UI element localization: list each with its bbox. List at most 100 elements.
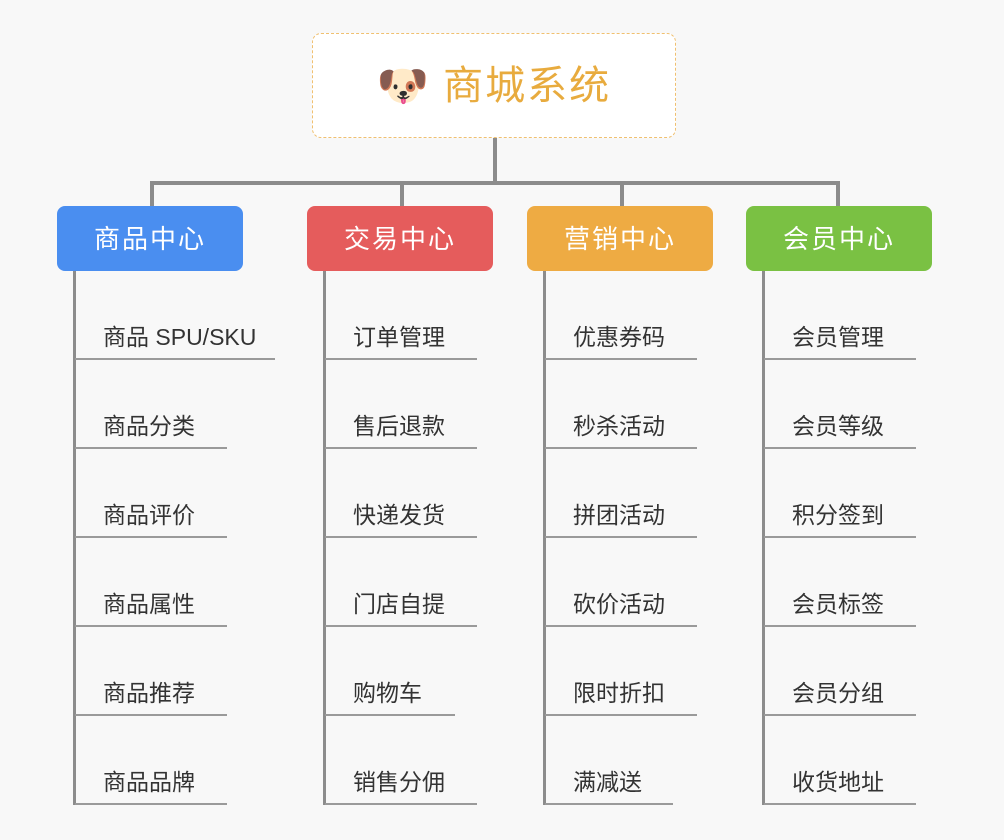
leaf-label: 优惠券码 (573, 324, 665, 350)
list-item[interactable]: 订单管理 (323, 271, 553, 360)
leaf-label: 售后退款 (353, 413, 445, 439)
list-item[interactable]: 门店自提 (323, 538, 553, 627)
leaf-label: 商品评价 (103, 502, 195, 528)
leaf-rule (75, 447, 227, 449)
list-item[interactable]: 优惠券码 (543, 271, 773, 360)
list-item[interactable]: 商品 SPU/SKU (73, 271, 303, 360)
leaf-rule (764, 536, 916, 538)
branch-trunk-member-center (762, 271, 765, 805)
branch-member-center: 会员中心 会员管理 会员等级 积分签到 会员标签 会员分组 (746, 206, 932, 805)
leaf-rule (75, 536, 227, 538)
root-stem-connector (493, 138, 497, 184)
leaf-label: 积分签到 (792, 502, 884, 528)
leaf-rule (325, 803, 477, 805)
list-item[interactable]: 砍价活动 (543, 538, 773, 627)
list-item[interactable]: 商品属性 (73, 538, 303, 627)
branch-trunk-marketing-center (543, 271, 546, 805)
leaf-label: 商品分类 (103, 413, 195, 439)
list-item[interactable]: 会员管理 (762, 271, 992, 360)
leaf-label: 收货地址 (792, 769, 884, 795)
branch-label: 会员中心 (782, 223, 895, 254)
leaf-label: 会员等级 (792, 413, 884, 439)
branch-header-product-center[interactable]: 商品中心 (57, 206, 243, 271)
list-item[interactable]: 会员分组 (762, 627, 992, 716)
root-title: 商城系统 (443, 63, 612, 108)
list-item[interactable]: 商品分类 (73, 360, 303, 449)
list-item[interactable]: 商品品牌 (73, 716, 303, 805)
list-item[interactable]: 收货地址 (762, 716, 992, 805)
leaf-label: 商品属性 (103, 591, 195, 617)
leaf-label: 快递发货 (353, 502, 445, 528)
list-item[interactable]: 快递发货 (323, 449, 553, 538)
list-item[interactable]: 售后退款 (323, 360, 553, 449)
list-item[interactable]: 限时折扣 (543, 627, 773, 716)
list-item[interactable]: 满减送 (543, 716, 773, 805)
drop-connector-member-center (836, 181, 840, 207)
leaf-rule (764, 714, 916, 716)
leaf-label: 商品 SPU/SKU (103, 324, 257, 350)
branch-header-trade-center[interactable]: 交易中心 (307, 206, 493, 271)
drop-connector-trade-center (400, 181, 404, 207)
branch-header-member-center[interactable]: 会员中心 (746, 206, 932, 271)
branch-label: 交易中心 (343, 223, 456, 254)
horizontal-bus-connector (150, 181, 840, 185)
leaf-rule (75, 714, 227, 716)
leaf-rule (325, 358, 477, 360)
root-node-shopping-mall-system[interactable]: 🐶 商城系统 (312, 33, 676, 138)
leaf-label: 会员管理 (792, 324, 884, 350)
leaf-rule (545, 625, 697, 627)
leaf-rule (545, 358, 697, 360)
list-item[interactable]: 会员等级 (762, 360, 992, 449)
leaf-label: 会员分组 (792, 680, 884, 706)
leaf-label: 砍价活动 (573, 591, 665, 617)
branch-label: 营销中心 (563, 223, 676, 254)
branch-marketing-center: 营销中心 优惠券码 秒杀活动 拼团活动 砍价活动 限时折扣 (527, 206, 713, 805)
leaf-label: 购物车 (353, 680, 422, 706)
list-item[interactable]: 会员标签 (762, 538, 992, 627)
leaf-label: 销售分佣 (353, 769, 445, 795)
leaf-list-trade-center: 订单管理 售后退款 快递发货 门店自提 购物车 销售分佣 (323, 271, 553, 805)
dog-face-icon: 🐶 (376, 61, 430, 109)
leaf-rule (325, 536, 477, 538)
leaf-list-marketing-center: 优惠券码 秒杀活动 拼团活动 砍价活动 限时折扣 满减送 (543, 271, 773, 805)
leaf-label: 商品推荐 (103, 680, 195, 706)
list-item[interactable]: 积分签到 (762, 449, 992, 538)
leaf-rule (764, 625, 916, 627)
leaf-rule (545, 714, 697, 716)
branch-product-center: 商品中心 商品 SPU/SKU 商品分类 商品评价 商品属性 商品推荐 (57, 206, 275, 805)
leaf-rule (325, 625, 477, 627)
drop-connector-product-center (150, 181, 154, 207)
leaf-rule (75, 803, 227, 805)
list-item[interactable]: 销售分佣 (323, 716, 553, 805)
leaf-label: 会员标签 (792, 591, 884, 617)
leaf-rule (325, 447, 477, 449)
leaf-label: 限时折扣 (573, 680, 665, 706)
leaf-rule (325, 714, 455, 716)
leaf-label: 商品品牌 (103, 769, 195, 795)
leaf-rule (764, 447, 916, 449)
list-item[interactable]: 购物车 (323, 627, 553, 716)
leaf-rule (75, 358, 275, 360)
leaf-rule (75, 625, 227, 627)
leaf-label: 满减送 (573, 769, 642, 795)
leaf-label: 订单管理 (353, 324, 445, 350)
list-item[interactable]: 拼团活动 (543, 449, 773, 538)
leaf-list-member-center: 会员管理 会员等级 积分签到 会员标签 会员分组 收货地址 (762, 271, 992, 805)
leaf-rule (545, 803, 673, 805)
leaf-label: 门店自提 (353, 591, 445, 617)
drop-connector-marketing-center (620, 181, 624, 207)
leaf-rule (764, 358, 916, 360)
branch-trade-center: 交易中心 订单管理 售后退款 快递发货 门店自提 购物车 (307, 206, 493, 805)
list-item[interactable]: 商品评价 (73, 449, 303, 538)
leaf-rule (545, 447, 697, 449)
branch-header-marketing-center[interactable]: 营销中心 (527, 206, 713, 271)
leaf-rule (545, 536, 697, 538)
list-item[interactable]: 商品推荐 (73, 627, 303, 716)
leaf-rule (764, 803, 916, 805)
list-item[interactable]: 秒杀活动 (543, 360, 773, 449)
leaf-list-product-center: 商品 SPU/SKU 商品分类 商品评价 商品属性 商品推荐 商品品牌 (73, 271, 303, 805)
branch-label: 商品中心 (93, 223, 206, 254)
leaf-label: 秒杀活动 (573, 413, 665, 439)
branch-trunk-trade-center (323, 271, 326, 805)
